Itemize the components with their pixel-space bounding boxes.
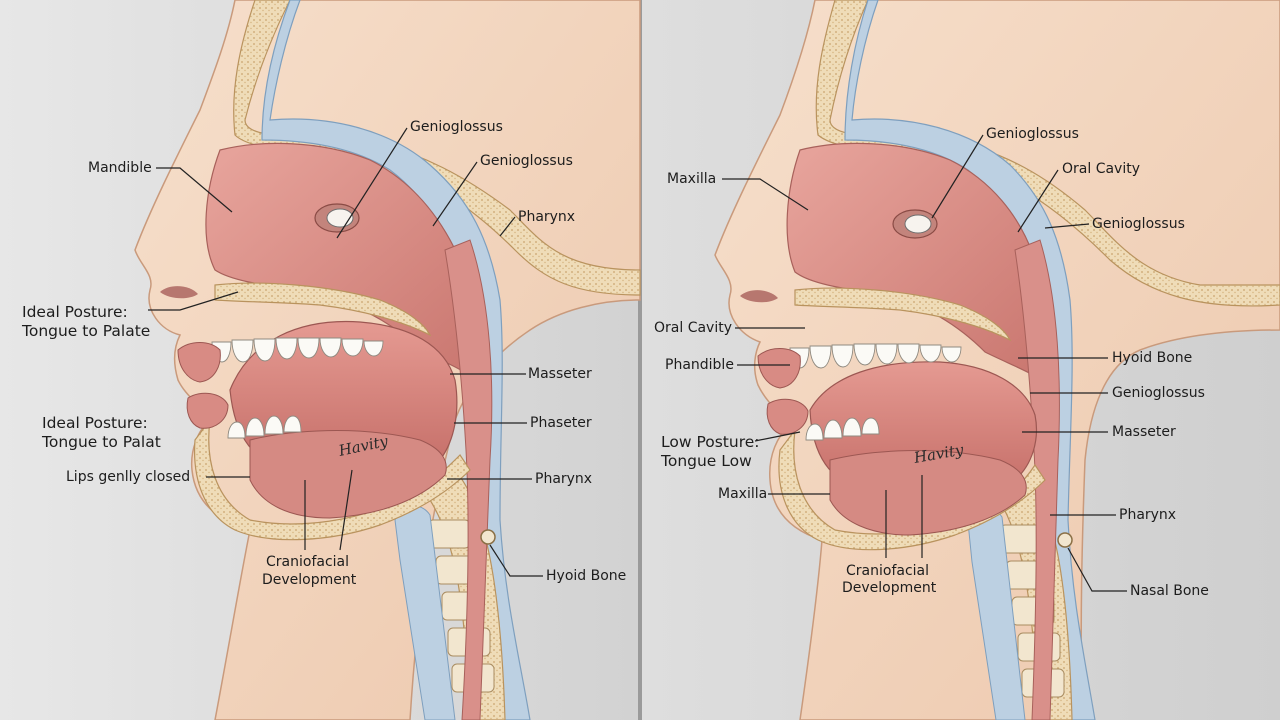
label-hyoid-bone-left: Hyoid Bone (546, 568, 626, 584)
label-oral-cavity-right-2: Oral Cavity (654, 320, 732, 336)
left-lower-lip (186, 392, 229, 429)
right-lower-lip (766, 398, 809, 435)
label-mandible: Mandible (88, 160, 152, 176)
leader-maxilla-right-1 (722, 178, 809, 211)
label-genioglossus-left-1: Genioglossus (410, 119, 503, 135)
leader-genioglossus-left-2 (432, 161, 478, 227)
right-lower-teeth (805, 417, 880, 441)
label-ideal-posture-1-line2: Tongue to Palate (21, 322, 150, 340)
right-floor-muscle (829, 450, 1027, 536)
label-genioglossus-left-2: Genioglossus (480, 153, 573, 169)
right-head-illustration (714, 0, 1280, 720)
label-ideal-posture-2-line2: Tongue to Palat (41, 433, 161, 451)
label-genioglossus-right-1: Genioglossus (986, 126, 1079, 142)
label-maxilla-right-1: Maxilla (667, 171, 716, 187)
right-upper-lip (757, 348, 801, 389)
label-nasal-bone: Nasal Bone (1130, 583, 1209, 599)
label-masseter-left: Masseter (528, 366, 592, 382)
leader-craniofacial-left-b (339, 469, 353, 551)
leader-genioglossus-right-1 (931, 134, 984, 219)
leader-genioglossus-left-1 (336, 127, 408, 239)
label-lips: Lips genlly closed (66, 469, 190, 485)
label-low-posture-line1: Low Posture: (661, 433, 760, 451)
label-ideal-posture-1-line1: Ideal Posture: (22, 303, 128, 321)
label-ideal-posture-2-line1: Ideal Posture: (42, 414, 148, 432)
right-eyeball (904, 214, 932, 234)
left-lower-teeth (227, 415, 302, 439)
right-hard-palate (794, 287, 1012, 342)
left-mandible-bone (193, 417, 471, 541)
label-pharynx-right: Pharynx (1119, 507, 1176, 523)
right-nostril (740, 290, 778, 303)
label-craniofacial-left-line2: Development (262, 572, 357, 588)
leader-mandible (156, 167, 233, 213)
right-upper-teeth (789, 343, 962, 369)
left-head-illustration (134, 0, 641, 720)
label-phaseter: Phaseter (530, 415, 592, 431)
leader-ideal-posture-1 (148, 291, 239, 311)
label-genioglossus-right-3: Genioglossus (1112, 385, 1205, 401)
label-pharynx-left-2: Pharynx (535, 471, 592, 487)
leader-nasal-bone (1067, 547, 1127, 592)
label-craniofacial-right-line2: Development (842, 580, 937, 596)
label-low-posture-line2: Tongue Low (660, 452, 752, 470)
right-labels: Genioglossus Maxilla Oral Cavity Geniogl… (654, 126, 1209, 599)
leader-low-posture (754, 431, 801, 442)
left-pharyngeal-muscle (444, 239, 493, 720)
label-phandible: Phandible (665, 357, 734, 373)
leader-genioglossus-right-2 (1044, 223, 1090, 229)
leader-oral-cavity-right-1 (1017, 169, 1059, 233)
label-oral-cavity-right-1: Oral Cavity (1062, 161, 1140, 177)
label-genioglossus-right-2: Genioglossus (1092, 216, 1185, 232)
left-nostril (160, 286, 198, 299)
label-craniofacial-left-line1: Craniofacial (266, 554, 349, 570)
left-labels: Mandible Genioglossus Genioglossus Phary… (21, 119, 626, 588)
leader-pharynx-left-1 (499, 216, 516, 237)
label-masseter-right: Masseter (1112, 424, 1176, 440)
left-hyoid-marker (480, 529, 496, 545)
label-pharynx-left-1: Pharynx (518, 209, 575, 225)
panel-divider (638, 0, 642, 720)
label-craniofacial-right-line1: Craniofacial (846, 563, 929, 579)
label-hyoid-bone-right: Hyoid Bone (1112, 350, 1192, 366)
left-floor-muscle (249, 430, 447, 519)
leader-hyoid-bone-left (489, 544, 543, 577)
label-maxilla-right-2: Maxilla (718, 486, 767, 502)
left-upper-teeth (211, 337, 384, 363)
right-hyoid-marker (1057, 532, 1073, 548)
left-hard-palate (214, 282, 432, 337)
left-upper-lip (177, 342, 221, 383)
